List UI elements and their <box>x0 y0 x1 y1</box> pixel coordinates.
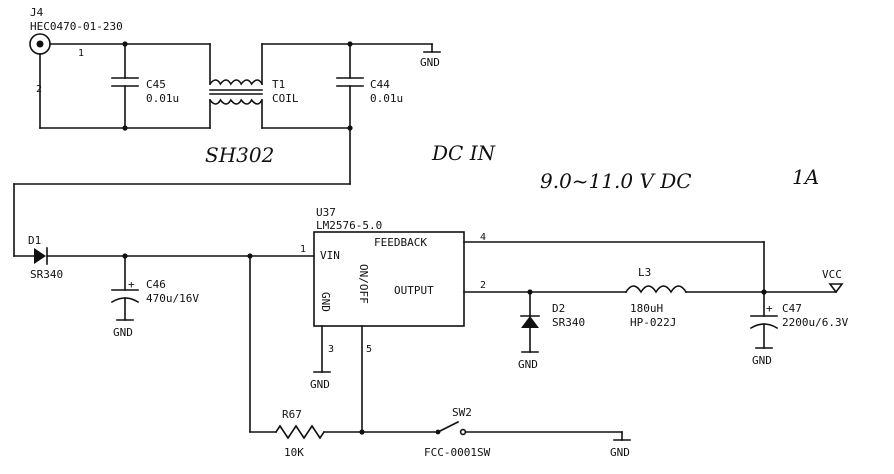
handwritten-dc-in: DC IN <box>431 141 497 165</box>
c44-ref: C44 <box>370 78 390 91</box>
u37-pin2: 2 <box>480 280 486 291</box>
capacitor-c47: + C47 2200u/6.3V GND <box>749 291 849 367</box>
d2-value: SR340 <box>552 316 585 329</box>
t1-ref: T1 <box>272 78 285 91</box>
u37-ref: U37 <box>316 206 336 219</box>
c46-gnd: GND <box>113 326 133 339</box>
c47-gnd: GND <box>752 354 772 367</box>
u37-ground: GND <box>310 325 331 391</box>
u37-pin-output-label: OUTPUT <box>394 284 434 297</box>
handwritten-part-note: SH302 <box>205 143 274 167</box>
l3-value: 180uH <box>630 302 663 315</box>
u37-pin-feedback-label: FEEDBACK <box>374 236 427 249</box>
t1-value: COIL <box>272 92 299 105</box>
resistor-r67: R67 10K <box>274 408 326 459</box>
c45-value: 0.01u <box>146 92 179 105</box>
r67-value: 10K <box>284 446 304 459</box>
j4-ref: J4 <box>30 6 44 19</box>
capacitor-c44: C44 0.01u <box>261 41 433 131</box>
output-wire <box>463 289 837 295</box>
ground-label: GND <box>420 56 440 69</box>
ground-symbol: GND <box>420 43 441 69</box>
transformer-t1: T1 COIL <box>208 43 299 129</box>
c45-ref: C45 <box>146 78 166 91</box>
l3-part: HP-022J <box>630 316 676 329</box>
feedback-wire <box>463 241 765 293</box>
diode-d2: D2 SR340 GND <box>518 291 585 371</box>
u37-pin-onoff-label: ON/OFF <box>357 264 370 304</box>
c47-ref: C47 <box>782 302 802 315</box>
u37-pin4: 4 <box>480 232 486 243</box>
vcc-terminal: VCC <box>822 268 844 294</box>
u37-pin5: 5 <box>366 344 372 355</box>
u37-pin-vin-label: VIN <box>320 249 340 262</box>
d2-ref: D2 <box>552 302 565 315</box>
l3-ref: L3 <box>638 266 651 279</box>
capacitor-c45: C45 0.01u <box>111 41 179 131</box>
c46-ref: C46 <box>146 278 166 291</box>
connector-j4: J4 HEC0470-01-230 1 2 <box>29 6 211 129</box>
j4-part: HEC0470-01-230 <box>30 20 123 33</box>
u37-pin3: 3 <box>328 344 334 355</box>
regulator-u37: U37 LM2576-5.0 VIN FEEDBACK OUTPUT GND O… <box>300 206 486 355</box>
c47-polarity: + <box>766 302 773 315</box>
sw2-ref: SW2 <box>452 406 472 419</box>
d1-ref: D1 <box>28 234 41 247</box>
vin-rail <box>46 253 315 259</box>
input-wire <box>13 127 351 257</box>
vcc-label: VCC <box>822 268 842 281</box>
handwritten-current: 1A <box>792 165 819 189</box>
d2-gnd: GND <box>518 358 538 371</box>
sw2-part: FCC-0001SW <box>424 446 491 459</box>
diode-d1: D1 SR340 <box>28 234 63 281</box>
u37-gnd: GND <box>310 378 330 391</box>
inductor-l3: L3 180uH HP-022J <box>624 266 688 329</box>
d1-value: SR340 <box>30 268 63 281</box>
r67-ref: R67 <box>282 408 302 421</box>
c46-value: 470u/16V <box>146 292 199 305</box>
j4-pin2: 2 <box>36 84 42 95</box>
u37-pin1: 1 <box>300 244 306 255</box>
sw2-ground: GND <box>610 431 631 459</box>
c44-value: 0.01u <box>370 92 403 105</box>
u37-part: LM2576-5.0 <box>316 219 382 232</box>
switch-sw2: SW2 FCC-0001SW <box>424 406 623 459</box>
enable-branch <box>249 255 437 435</box>
capacitor-c46: + C46 470u/16V GND <box>110 255 199 339</box>
u37-pin-gnd-label: GND <box>319 292 332 312</box>
handwritten-voltage-range: 9.0~11.0 V DC <box>540 169 692 193</box>
c46-polarity: + <box>128 278 135 291</box>
j4-pin1: 1 <box>78 48 84 59</box>
c47-value: 2200u/6.3V <box>782 316 849 329</box>
sw2-gnd: GND <box>610 446 630 459</box>
